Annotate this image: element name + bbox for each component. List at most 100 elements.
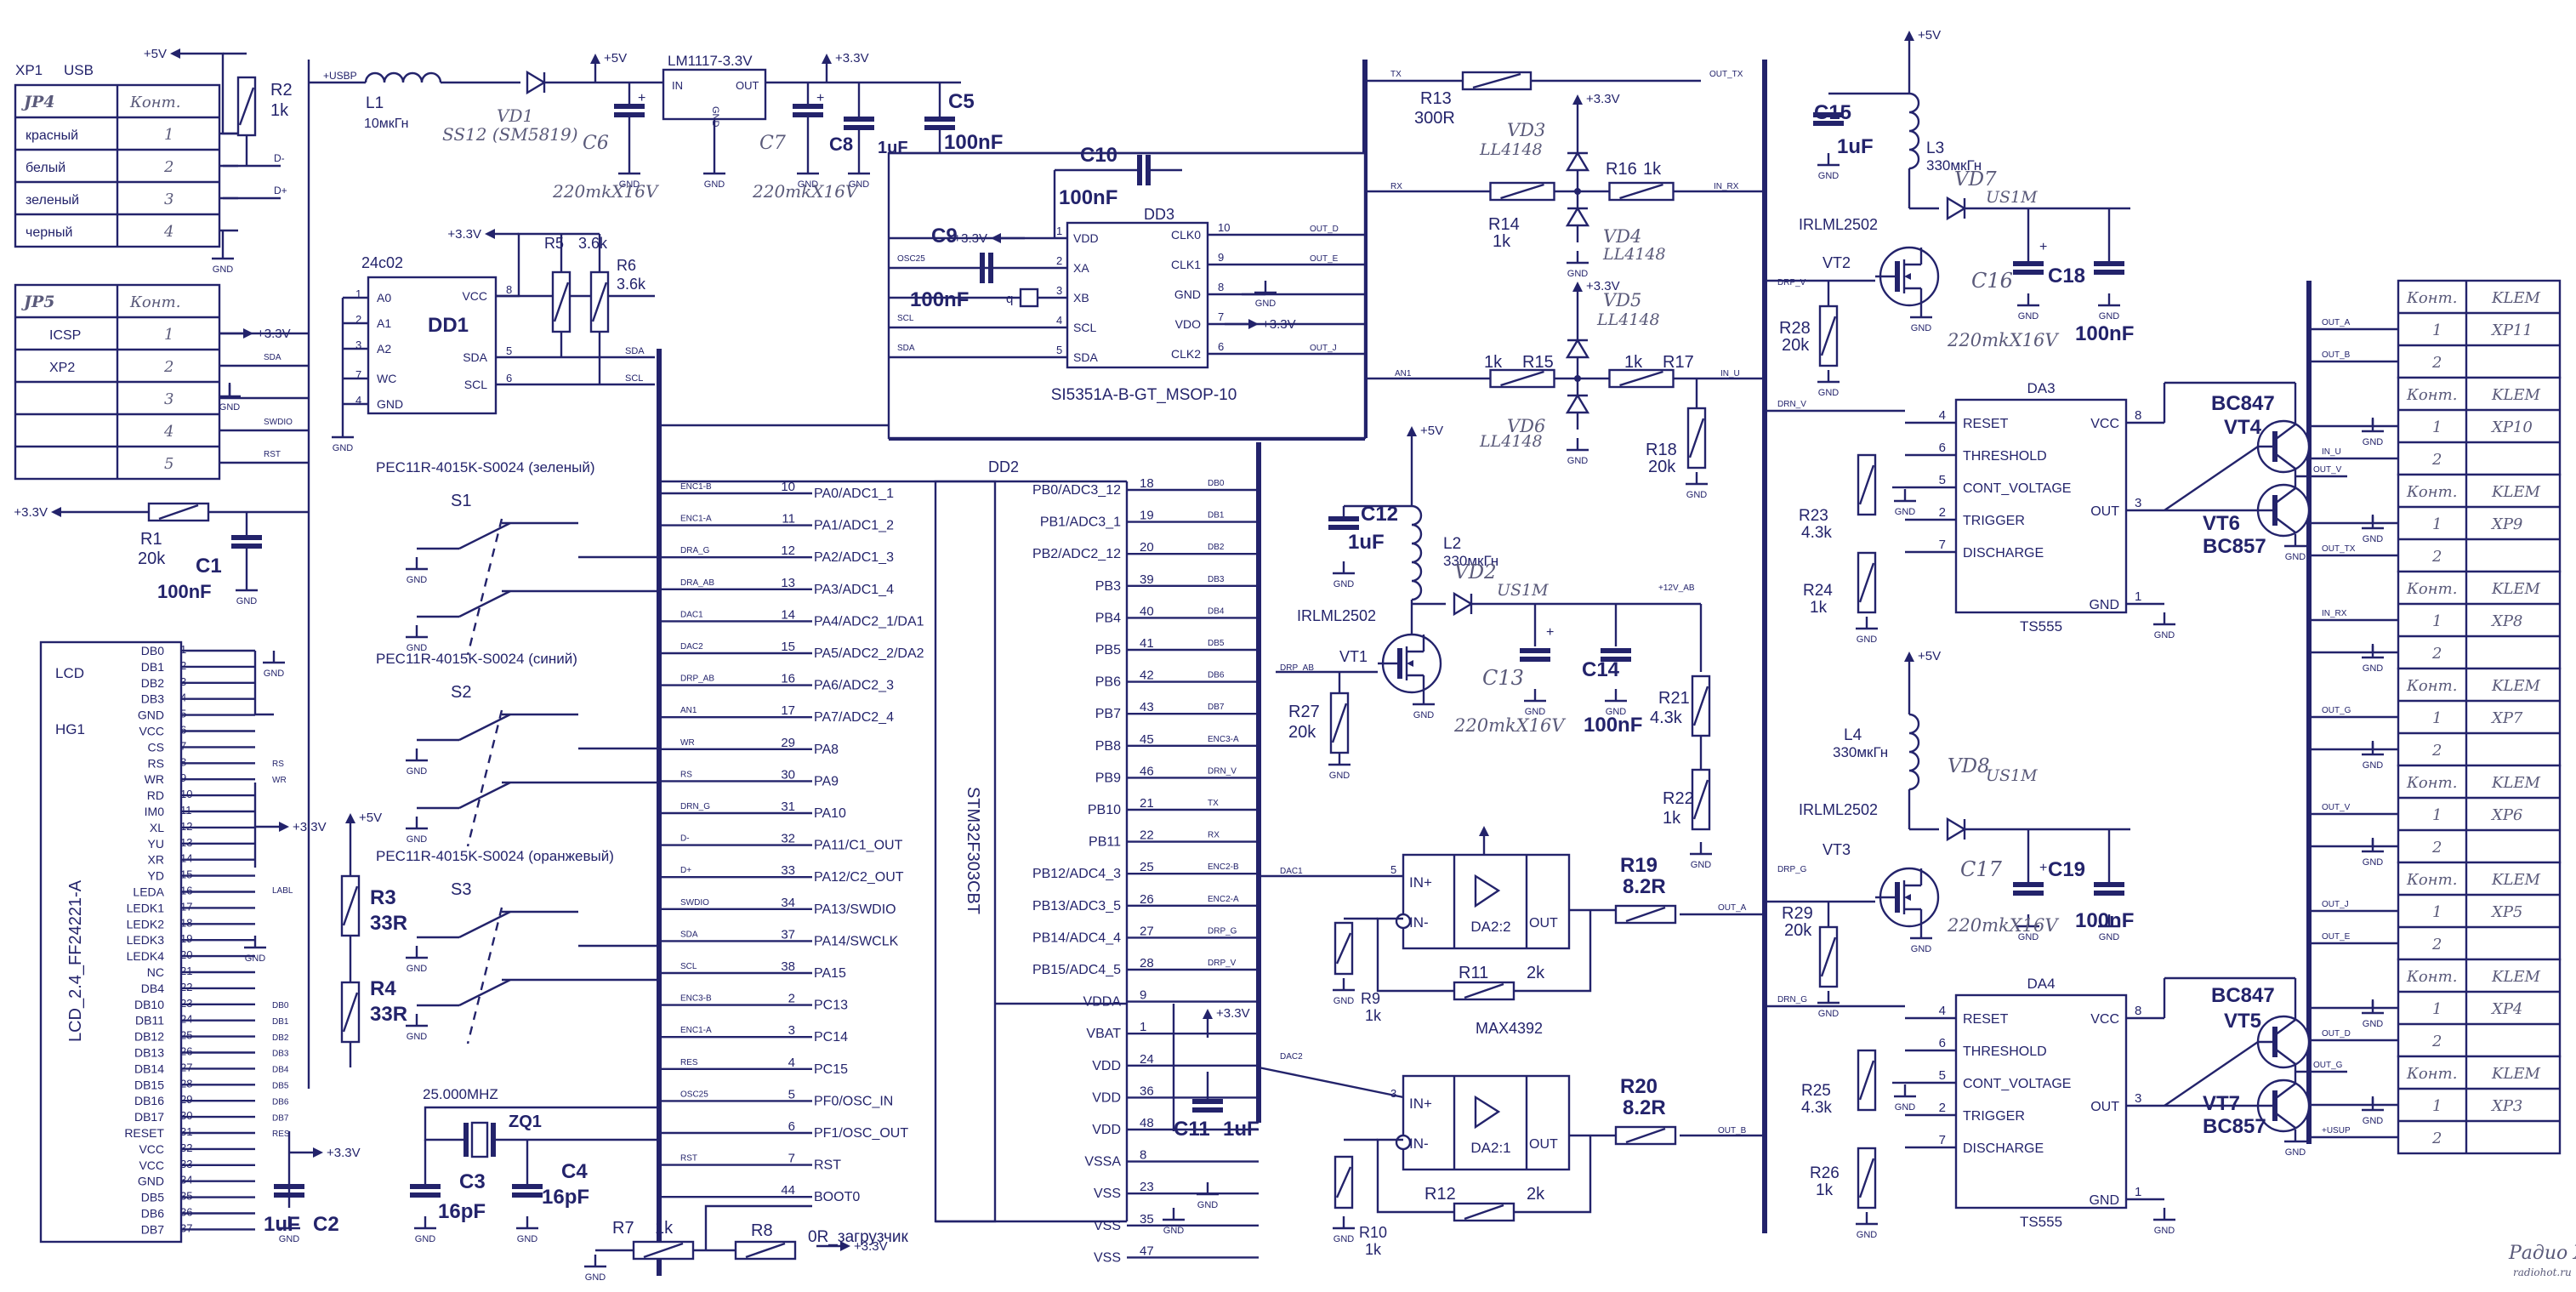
ground-label: GND [1197, 1200, 1219, 1210]
mcu-pin-num: 41 [1140, 636, 1154, 651]
klem-net: IN_U [2322, 447, 2341, 457]
jp5-sda: SDA [264, 353, 281, 362]
mcu-pin-name: VSS [1094, 1187, 1121, 1201]
lcd-pin-name: LEDK4 [127, 949, 165, 963]
timer-pin-num: 6 [1939, 441, 1946, 455]
mcu-pin-name: VDD [1092, 1059, 1121, 1073]
lcd-pin-name: IM0 [145, 805, 165, 818]
mcu-pin-num: 44 [781, 1183, 795, 1198]
mcu-pin-name: BOOT0 [814, 1190, 860, 1204]
lcd-pin-name: DB2 [141, 676, 164, 690]
timer-pin-name: CONT_VOLTAGE [1963, 481, 2071, 496]
dd1-pin-num: 1 [355, 287, 361, 300]
mcu-pin-name: PB6 [1095, 675, 1121, 690]
klem-col2: KLEM [2491, 1065, 2541, 1083]
lcd-pin-num: 3 [180, 675, 186, 688]
lcd-pin-name: YU [148, 837, 164, 851]
lcd-pin-num: 14 [180, 852, 192, 865]
da21-feedback [1376, 1135, 1592, 1214]
ground-label: GND [1911, 323, 1932, 333]
ground-label: GND [2154, 630, 2175, 640]
mcu-pin-name: PB10 [1088, 803, 1121, 817]
mcu-pin-net: DB6 [1208, 671, 1225, 680]
mcu-pin-num: 47 [1140, 1244, 1154, 1258]
c3-ref: C3 [459, 1170, 486, 1193]
klem-name: XP9 [2490, 515, 2522, 533]
supply-label: +3.3V [257, 327, 291, 341]
supply-arrow-head [822, 54, 832, 64]
r12-ref: R12 [1424, 1185, 1456, 1204]
klem-col1: Конт. [2406, 774, 2457, 792]
lcd-rs-net: RS [272, 760, 284, 769]
r17-val: 1k [1624, 353, 1643, 372]
mcu-pin-num: 2 [788, 992, 795, 1006]
xp1-ref: XP1 [15, 62, 43, 78]
l2-val: 330мкГн [1443, 553, 1498, 569]
lcd-pin-num: 30 [180, 1109, 192, 1122]
ground-label: GND [585, 1272, 606, 1283]
lcd-pin-name: DB3 [141, 692, 164, 706]
klem-col1: Конт. [2406, 289, 2457, 307]
klem-net: OUT_E [2322, 932, 2351, 942]
mcu-pin-name: PB5 [1095, 643, 1121, 657]
encoder-shaft [466, 518, 503, 656]
lcd-label: LCD [55, 665, 84, 681]
c7-ref: C7 [759, 133, 786, 154]
mcu-pin-name: PB0/ADC3_12 [1032, 483, 1121, 498]
jp4-row-num: 4 [163, 223, 173, 241]
mcu-pin-name: PC14 [814, 1030, 848, 1044]
timer-part: TS555 [2020, 618, 2062, 635]
supply-arrow-head [1407, 426, 1417, 436]
mcu-pin-num: 18 [1140, 476, 1154, 491]
dd1-pin-num: 6 [506, 372, 512, 384]
supply-arrow-head [51, 507, 61, 517]
jp4-row-num: 3 [164, 191, 173, 208]
mcu-pin-num: 16 [781, 672, 795, 686]
dd1-pin-num: 8 [506, 283, 512, 296]
da21-amp-invert [1395, 1134, 1412, 1151]
xb-q: q [1006, 292, 1013, 306]
timer-pin-num: 2 [1939, 1101, 1946, 1115]
mcu-pin-name: VDD [1092, 1123, 1121, 1137]
lcd-pin-name: DB12 [134, 1030, 164, 1044]
mcu-pin-net: TX [1208, 799, 1219, 808]
lcd-bus-net: RES [272, 1130, 290, 1139]
timer-out-link [2164, 446, 2259, 511]
mcu-pin-num: 39 [1140, 572, 1154, 587]
c19-ref: C19 [2048, 858, 2085, 881]
klem-col1: Конт. [2406, 580, 2457, 598]
r23-ref: R23 [1799, 507, 1828, 525]
lcd-pin-num: 18 [180, 916, 192, 929]
mcu-pin-name: PB12/ADC4_3 [1032, 867, 1121, 881]
mcu-pin-name: PC15 [814, 1062, 848, 1077]
dd1-pin-num: 3 [355, 339, 361, 351]
lcd-pin-num: 35 [180, 1190, 192, 1203]
lcd-pin-num: 29 [180, 1093, 192, 1106]
klem-name: XP6 [2490, 806, 2522, 824]
lcd-pin-num: 10 [180, 788, 192, 800]
klem-net: IN_RX [2322, 609, 2347, 618]
supply-label: +3.3V [835, 51, 869, 65]
timer-pin-name: GND [2089, 1193, 2119, 1208]
c9-val: 100nF [910, 288, 969, 311]
jp5-row-num: 1 [164, 326, 173, 344]
lcd-pin-num: 5 [180, 708, 186, 720]
r15-val: 1k [1484, 353, 1503, 372]
encoder-switch [458, 781, 511, 810]
mcu-pin-num: 4 [788, 1056, 795, 1070]
mcu-pin-net: DRA_AB [680, 578, 714, 588]
resistor-slash [1464, 982, 1504, 999]
vd5-ref: VD5 [1603, 290, 1641, 310]
mcu-pin-name: PB4 [1095, 611, 1121, 625]
dac1-net: DAC1 [1280, 867, 1303, 876]
r7-ref: R7 [612, 1219, 634, 1238]
mcu-pin-name: PA7/ADC2_4 [814, 710, 894, 725]
timer-pin-name: RESET [1963, 417, 2009, 431]
jp5-row-num: 2 [163, 358, 173, 376]
klem-name: XP10 [2490, 418, 2533, 436]
l1-val: 10мкГн [364, 117, 408, 131]
lcd-pin-num: 6 [180, 724, 186, 737]
lcd-pin-num: 15 [180, 868, 192, 881]
ground-label: GND [213, 265, 234, 275]
timer-pin-num: 4 [1939, 408, 1946, 423]
